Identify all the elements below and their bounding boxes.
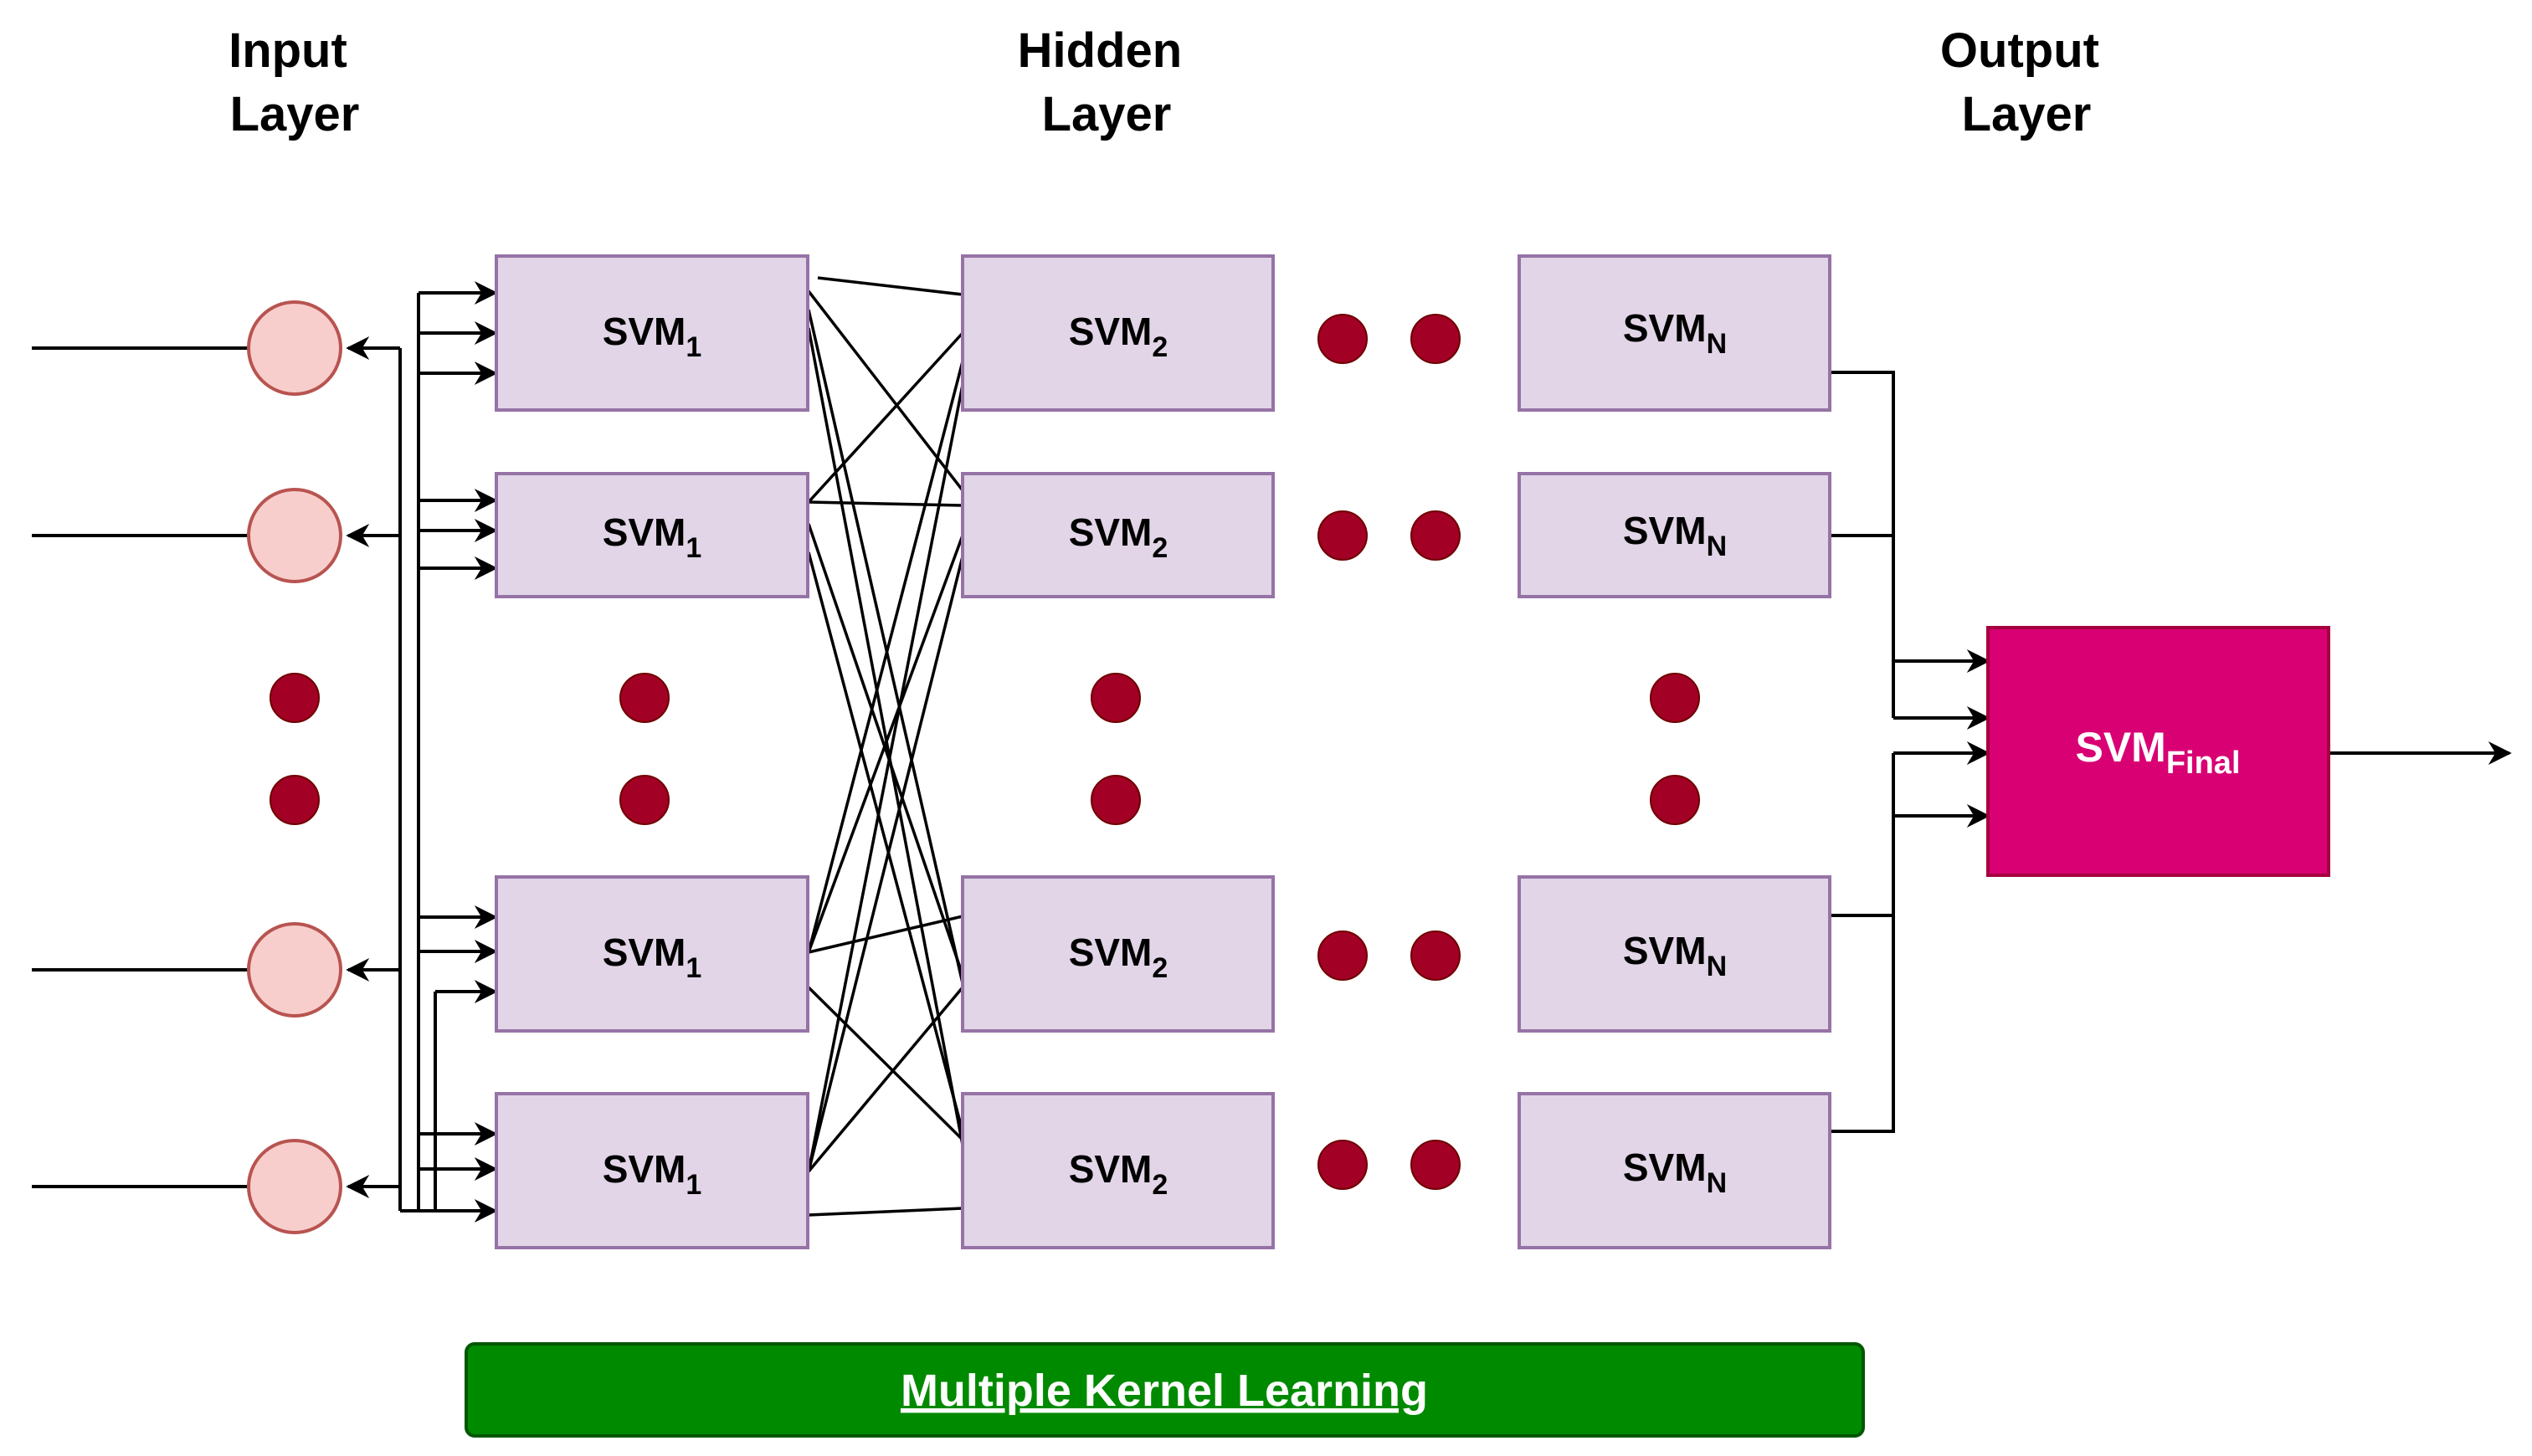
input-layer-header: Input Layer bbox=[229, 23, 361, 141]
ellipsis-dot-row4-b bbox=[1410, 1140, 1461, 1190]
ellipsis-dots bbox=[270, 314, 1700, 1190]
svm1-label-3: SVM1 bbox=[603, 931, 702, 984]
svmn-box-2 bbox=[1518, 472, 1831, 598]
svmn-box-1 bbox=[1518, 254, 1831, 412]
svm1-box-4 bbox=[495, 1092, 809, 1249]
svm2-box-2 bbox=[961, 472, 1275, 598]
svm2-box-1 bbox=[961, 254, 1275, 412]
svmn-label-4: SVMN bbox=[1623, 1146, 1727, 1199]
input-distribution-bus bbox=[346, 281, 498, 1223]
input-node-1 bbox=[247, 300, 342, 396]
ellipsis-dot-row3-a bbox=[1317, 931, 1368, 981]
svm-final-box bbox=[1986, 626, 2330, 877]
svmn-label-2: SVMN bbox=[1623, 509, 1727, 562]
svm1-label-4: SVM1 bbox=[603, 1147, 702, 1201]
ellipsis-dot-svm2-2 bbox=[1091, 775, 1141, 825]
ellipsis-dot-svmn-2 bbox=[1650, 775, 1700, 825]
svm-column-2: SVM2 SVM2 SVM2 SVM2 bbox=[961, 254, 1275, 1249]
svm2-label-1: SVM2 bbox=[1069, 310, 1168, 363]
ellipsis-dot-svm2-1 bbox=[1091, 673, 1141, 723]
ellipsis-dot-svmn-1 bbox=[1650, 673, 1700, 723]
input-node-3 bbox=[247, 922, 342, 1018]
ellipsis-dot-row3-b bbox=[1410, 931, 1461, 981]
svm1-label-2: SVM1 bbox=[603, 510, 702, 564]
svm-final-label: SVMFinal bbox=[2075, 724, 2240, 781]
input-node-4 bbox=[247, 1139, 342, 1234]
mkl-banner-label: Multiple Kernel Learning bbox=[901, 1366, 1428, 1416]
svmn-label-3: SVMN bbox=[1623, 929, 1727, 982]
ellipsis-dot-svm1-1 bbox=[619, 673, 670, 723]
output-bus bbox=[1830, 371, 2512, 1133]
ellipsis-dot-row1-a bbox=[1317, 314, 1368, 364]
svmn-box-3 bbox=[1518, 875, 1831, 1033]
input-node-2 bbox=[247, 488, 342, 583]
svm1-box-1 bbox=[495, 254, 809, 412]
input-lines bbox=[32, 346, 248, 1188]
svm-column-n: SVMN SVMN SVMN SVMN bbox=[1518, 254, 1831, 1249]
ellipsis-dot-row4-a bbox=[1317, 1140, 1368, 1190]
ellipsis-dot-row2-b bbox=[1410, 510, 1461, 561]
output-layer-header: Output Layer bbox=[1940, 23, 2113, 141]
svm2-label-4: SVM2 bbox=[1069, 1147, 1168, 1201]
ellipsis-dot-row1-b bbox=[1410, 314, 1461, 364]
cross-connections bbox=[807, 276, 964, 1217]
svm2-box-3 bbox=[961, 875, 1275, 1033]
hidden-layer-header: Hidden Layer bbox=[1018, 23, 1196, 141]
ellipsis-dot-svm1-2 bbox=[619, 775, 670, 825]
svm2-label-2: SVM2 bbox=[1069, 510, 1168, 564]
ellipsis-dot-input-1 bbox=[270, 673, 320, 723]
mkl-banner bbox=[465, 1342, 1865, 1438]
input-nodes bbox=[247, 300, 342, 1234]
svm1-box-2 bbox=[495, 472, 809, 598]
ellipsis-dot-row2-a bbox=[1317, 510, 1368, 561]
svm2-label-3: SVM2 bbox=[1069, 931, 1168, 984]
svmn-box-4 bbox=[1518, 1092, 1831, 1249]
ellipsis-dot-input-2 bbox=[270, 775, 320, 825]
svm1-label-1: SVM1 bbox=[603, 310, 702, 363]
svm-column-1: SVM1 SVM1 SVM1 SVM1 bbox=[495, 254, 809, 1249]
svmn-label-1: SVMN bbox=[1623, 306, 1727, 360]
svm2-box-4 bbox=[961, 1092, 1275, 1249]
svm1-box-3 bbox=[495, 875, 809, 1033]
